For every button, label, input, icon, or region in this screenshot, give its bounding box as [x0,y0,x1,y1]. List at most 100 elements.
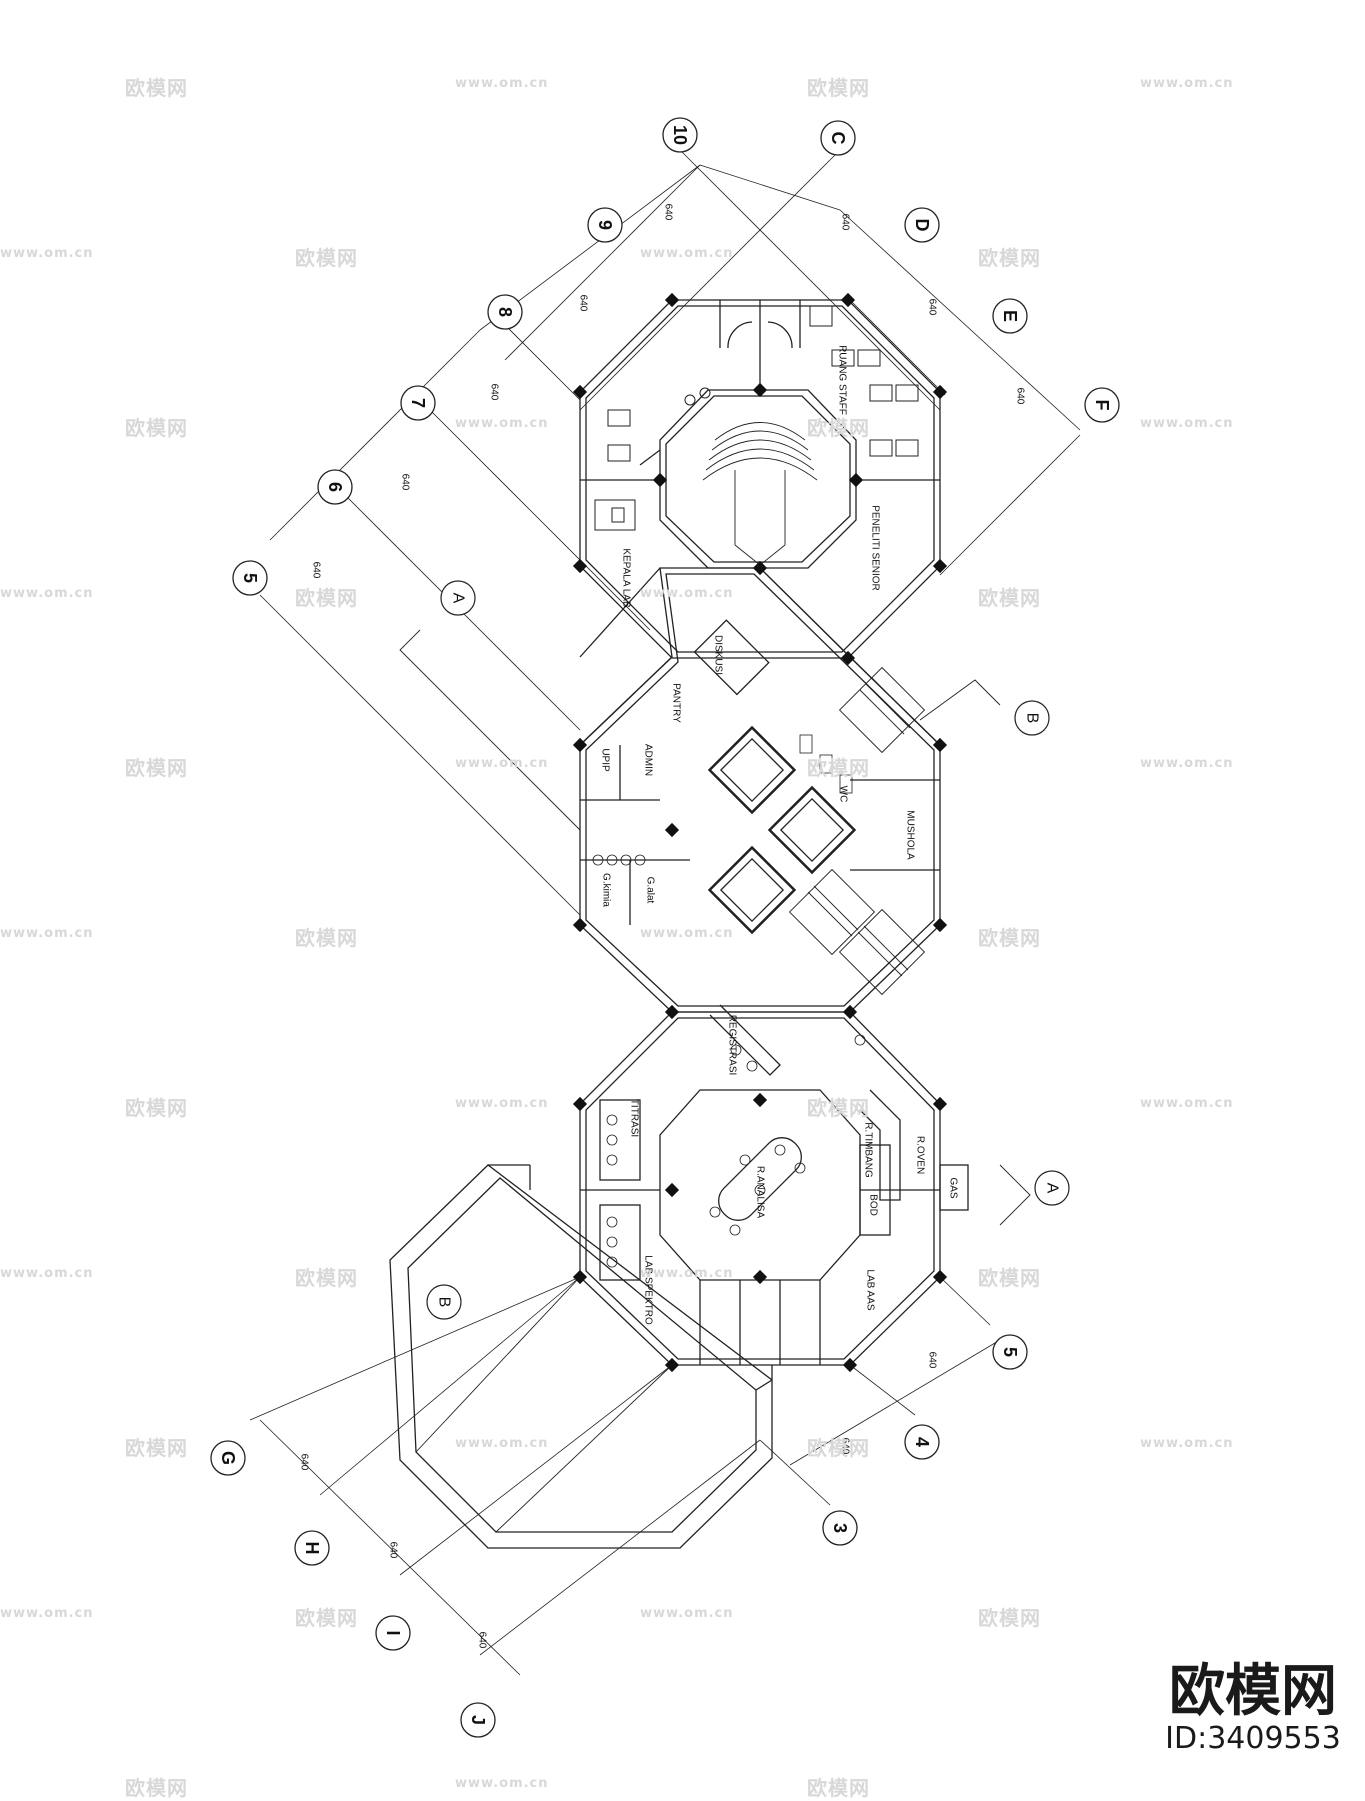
columns [572,292,948,1373]
watermark-url: www.om.cn [1140,1096,1234,1111]
section-label-a: A [1044,1183,1061,1194]
grid-label-9: 9 [595,220,615,230]
south-wing [579,1004,969,1366]
watermark-url: www.om.cn [1140,1436,1234,1451]
watermark-logo: 欧模网 [295,1266,358,1290]
watermark-logo: 欧模网 [295,1606,358,1630]
section-marker-b-left [426,1284,462,1320]
watermark-logo: 欧模网 [978,586,1041,610]
grid-label-h: H [302,1542,322,1555]
dimension-text: 640 [927,1352,938,1369]
dimension-text: 640 [400,474,411,491]
grid-label-g: G [218,1451,238,1465]
watermark-url: www.om.cn [0,926,94,941]
section-marker-a-right [1034,1170,1070,1206]
watermark-logo: 欧模网 [807,756,870,780]
grid-label-i: I [383,1630,403,1635]
grid-label-d: D [912,219,932,232]
watermark-url: www.om.cn [455,756,549,771]
watermark-url: www.om.cn [455,1436,549,1451]
grid-bubbles [210,117,1120,1738]
watermark-url: www.om.cn [455,76,549,91]
dimension-text: 640 [388,1542,399,1559]
watermark-logo: 欧模网 [125,1776,188,1800]
brand-logo-text: 欧模网 [1169,1659,1337,1724]
dimension-text: 640 [840,1438,851,1455]
section-label-b: B [1024,713,1041,724]
grid-label-6: 6 [325,482,345,492]
room-wc: WC [838,786,849,803]
watermark-logo: 欧模网 [978,1266,1041,1290]
room-gkimia: G.kimia [601,873,612,907]
grid-label-8: 8 [495,307,515,317]
watermark-url: www.om.cn [0,1266,94,1281]
watermark-url: www.om.cn [1140,756,1234,771]
room-titrasi: TITRASI [629,1099,640,1137]
watermark-logo: 欧模网 [978,926,1041,950]
room-pantry: PANTRY [671,683,682,723]
watermark-logo: 欧模网 [125,1436,188,1460]
room-mushola: MUSHOLA [905,810,916,860]
dimension-text: 640 [489,384,500,401]
grid-label-10: 10 [670,125,690,145]
watermark-logo: 欧模网 [807,1776,870,1800]
dimension-text: 640 [477,1632,488,1649]
section-marker-a-top [440,580,476,616]
grid-label-5-bottom: 5 [1000,1347,1020,1357]
watermark-url: www.om.cn [1140,416,1234,431]
brand-id: ID:3409553 [1165,1721,1341,1756]
room-admin: ADMIN [643,744,654,776]
room-bod: BOD [868,1194,879,1216]
dimension-text: 640 [299,1454,310,1471]
watermark-logo: 欧模网 [807,1436,870,1460]
watermark-logo: 欧模网 [978,1606,1041,1630]
section-label-a: A [450,593,467,604]
core-section [579,567,941,1013]
watermark-logo: 欧模网 [807,416,870,440]
room-upip: UPIP [600,748,611,772]
grid-label-5-top: 5 [240,573,260,583]
watermark-url: www.om.cn [455,1096,549,1111]
grid-label-4: 4 [912,1437,932,1447]
room-registrasi: REGISTRASI [727,1015,738,1076]
watermark-url: www.om.cn [640,1606,734,1621]
room-lab-spektro: LAB SPEKTRO [643,1255,654,1325]
room-peneliti-senior: PENELITI SENIOR [870,505,881,591]
watermark-logo: 欧模网 [295,586,358,610]
north-wing [579,299,941,659]
brand-block: 欧模网 ID:3409553 [1148,1662,1358,1756]
watermark-url: www.om.cn [1140,76,1234,91]
grid-label-j: J [468,1715,488,1725]
watermark-url: www.om.cn [640,586,734,601]
watermark-logo: 欧模网 [125,76,188,100]
room-kepala-lab: KEPALA LAB [621,548,632,608]
dimension-text: 640 [840,214,851,231]
grid-lines [249,149,1081,1676]
watermark-logo: 欧模网 [125,416,188,440]
room-ruang-staff: RUANG STAFF [837,345,848,415]
room-r-oven: R.OVEN [915,1136,926,1174]
watermark-logo: 欧模网 [295,246,358,270]
dimension-text: 640 [311,562,322,579]
room-diskusi: DISKUSI [713,635,724,675]
watermark-url: www.om.cn [455,416,549,431]
grid-label-7: 7 [408,398,428,408]
watermark-logo: 欧模网 [125,756,188,780]
grid-label-3: 3 [830,1523,850,1533]
grid-label-c: C [828,132,848,145]
large-octagon [389,1164,773,1549]
watermark-logo: 欧模网 [125,1096,188,1120]
watermark-url: www.om.cn [455,1776,549,1791]
dimension-text: 640 [578,295,589,312]
watermark-logo: 欧模网 [295,926,358,950]
watermark-url: www.om.cn [640,246,734,261]
watermark-url: www.om.cn [0,246,94,261]
room-galat: G.alat [645,877,656,904]
section-label-b: B [436,1297,453,1308]
watermark-logo: 欧模网 [807,76,870,100]
grid-label-f: F [1092,400,1112,411]
watermark-logo: 欧模网 [978,246,1041,270]
watermark-url: www.om.cn [640,1266,734,1281]
dimension-text: 640 [927,299,938,316]
watermark-url: www.om.cn [640,926,734,941]
